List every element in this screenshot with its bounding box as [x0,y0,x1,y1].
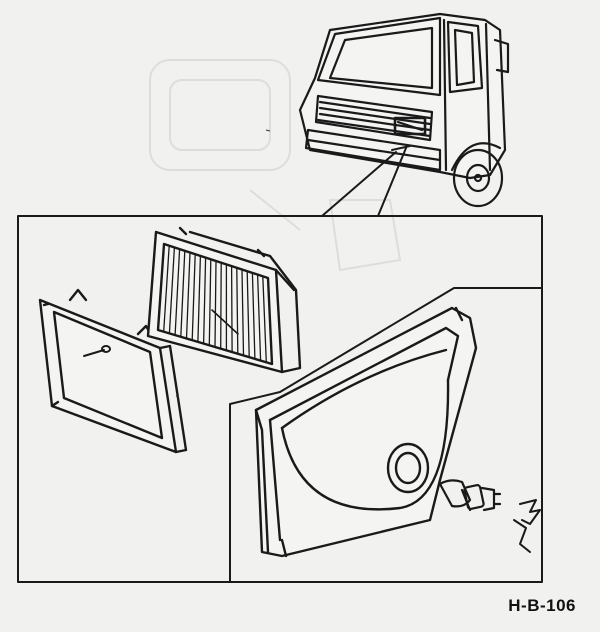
lens-flute-line [180,250,186,337]
bulb-retaining-clip [513,499,541,553]
lens-flute-line [246,271,250,358]
lens-flute-line [174,249,181,336]
lens-flute-line [214,260,217,348]
detail-panel [17,215,543,583]
lens-flute-line [256,274,262,361]
scan-artifacts [175,129,271,398]
lens-flute-line [230,266,233,353]
callout-leader [321,145,411,217]
headlamp-retaining-ring [38,288,188,454]
halogen-bulb [438,479,502,512]
figure-code-label: H-B-106 [508,596,576,615]
bleed-through-artwork [149,59,402,272]
lens-flute-line [262,276,267,363]
headlamp-housing [254,306,478,558]
lens-flute-line [251,272,256,359]
lens-flute-line [163,245,170,332]
lens-flute-line [220,262,222,349]
lens-flute-line [202,257,207,344]
truck-cab [298,12,510,208]
lens-flute-line [191,254,196,341]
lens-flute-line [185,252,191,339]
lens-flute-line [197,255,202,342]
lens-flute-line [208,259,212,346]
retaining-screw [83,345,111,357]
lens-flute-line [168,247,176,334]
lens-flute-line [241,269,245,356]
lens-flute-line [236,267,239,354]
lens-center-mark [211,309,239,335]
lens-flutes [163,245,267,363]
